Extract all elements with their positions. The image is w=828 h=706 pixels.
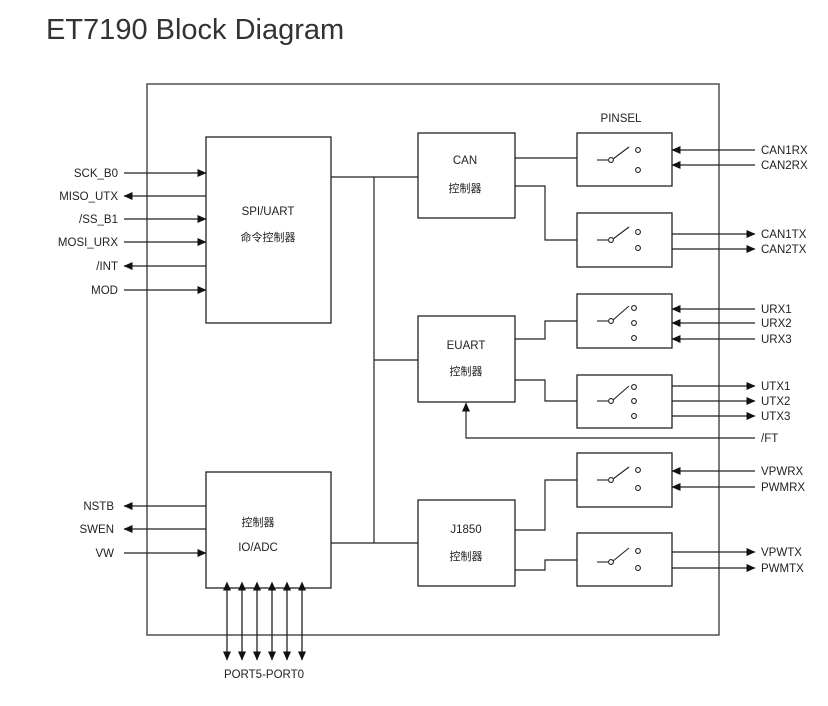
signal-can1rx: CAN1RX	[761, 145, 808, 157]
pinsel-switch-can-rx	[576, 132, 673, 187]
can-block-subtitle: 控制器	[449, 181, 482, 195]
signal-urx1: URX1	[761, 304, 792, 316]
j1850-block-title: J1850	[450, 524, 481, 536]
controller-switch-wires	[515, 157, 577, 571]
j1850-controller-block: J1850 控制器	[417, 499, 516, 587]
euart-block-subtitle: 控制器	[450, 364, 483, 378]
signal-utx2: UTX2	[761, 396, 790, 408]
pinsel-switch-urx	[576, 293, 673, 349]
signal-ss-b1: /SS_B1	[79, 214, 118, 226]
spi-uart-block: SPI/UART 命令控制器	[205, 136, 332, 324]
port-label: PORT5-PORT0	[224, 669, 304, 681]
io-block-title: IO/ADC	[238, 542, 278, 554]
pinsel-switch-vpw-rx	[576, 452, 673, 508]
internal-bus	[331, 176, 418, 544]
signal-ft: /FT	[761, 433, 778, 445]
signal-sck-b0: SCK_B0	[74, 168, 118, 180]
left-signal-labels: SCK_B0 MISO_UTX /SS_B1 MOSI_URX /INT MOD…	[58, 168, 118, 560]
can-block-title: CAN	[453, 155, 477, 167]
ft-feedback-line	[462, 402, 755, 439]
signal-utx3: UTX3	[761, 411, 790, 423]
signal-vpwrx: VPWRX	[761, 466, 804, 478]
euart-controller-block: EUART 控制器	[417, 315, 516, 403]
j1850-block-subtitle: 控制器	[450, 549, 483, 563]
pinsel-switch-vpw-tx	[576, 532, 673, 587]
signal-can2rx: CAN2RX	[761, 160, 808, 172]
io-adc-block: 控制器 IO/ADC	[205, 471, 332, 589]
signal-vw: VW	[95, 548, 114, 560]
page-title: ET7190 Block Diagram	[46, 14, 345, 46]
signal-vpwtx: VPWTX	[761, 547, 802, 559]
spi-block-subtitle: 命令控制器	[241, 230, 296, 244]
signal-nstb: NSTB	[83, 501, 114, 513]
signal-mod: MOD	[91, 285, 118, 297]
io-block-subtitle: 控制器	[242, 515, 275, 529]
pinsel-switch-utx	[576, 374, 673, 429]
signal-utx1: UTX1	[761, 381, 790, 393]
pinsel-switch-can-tx	[576, 212, 673, 268]
right-signal-arrows	[671, 146, 756, 572]
signal-can2tx: CAN2TX	[761, 244, 807, 256]
right-signal-labels: CAN1RX CAN2RX CAN1TX CAN2TX URX1 URX2 UR…	[761, 145, 808, 575]
spi-block-title: SPI/UART	[242, 206, 295, 218]
signal-pwmtx: PWMTX	[761, 563, 804, 575]
can-controller-block: CAN 控制器	[417, 132, 516, 219]
signal-pwmrx: PWMRX	[761, 482, 805, 494]
signal-can1tx: CAN1TX	[761, 229, 807, 241]
signal-urx2: URX2	[761, 318, 792, 330]
pinsel-label: PINSEL	[601, 113, 643, 125]
signal-urx3: URX3	[761, 334, 792, 346]
signal-mosi-urx: MOSI_URX	[58, 237, 118, 249]
signal-int: /INT	[96, 261, 118, 273]
signal-swen: SWEN	[80, 524, 115, 536]
signal-miso-utx: MISO_UTX	[59, 191, 118, 203]
port-arrows	[223, 581, 306, 661]
left-signal-arrows	[123, 169, 207, 557]
euart-block-title: EUART	[447, 340, 486, 352]
